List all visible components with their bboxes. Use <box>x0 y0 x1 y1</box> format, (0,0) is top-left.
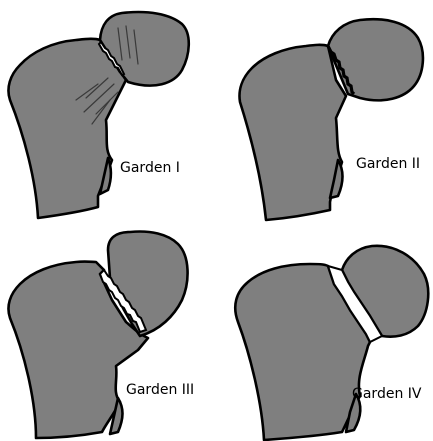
panel-garden-4: Garden IV <box>235 246 428 440</box>
panel-garden-3: Garden III <box>8 232 194 439</box>
panel-label-garden-2: Garden II <box>356 156 420 172</box>
panel-label-garden-4: Garden IV <box>352 386 422 402</box>
panel-garden-1: Garden I <box>8 12 188 218</box>
panel-garden-2: Garden II <box>240 19 423 220</box>
panel-label-garden-1: Garden I <box>120 160 180 176</box>
panel-label-garden-3: Garden III <box>126 382 194 398</box>
